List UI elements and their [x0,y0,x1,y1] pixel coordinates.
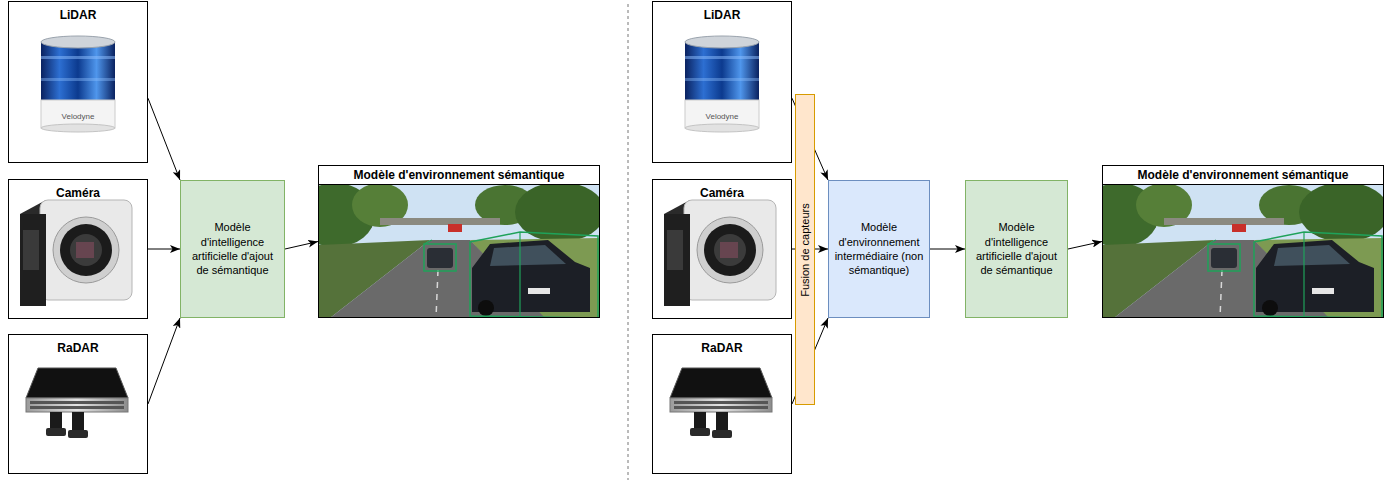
sensor-box: LiDAR [8,1,148,163]
logo-text: Velodyne [706,112,739,121]
road-scene-picture [295,182,605,318]
ai-model-box: Modèle d'intelligence artificielle d'ajo… [180,180,285,318]
connector-arrow [1068,242,1102,250]
box-label: Caméra [56,180,100,200]
connector-arrow [148,98,180,180]
box-label: Modèle d'environnement sémantique [319,166,599,185]
fusion-band: Fusion de capteurs [795,94,815,405]
ai-model-box: Modèle d'intelligence artificielle d'ajo… [965,180,1068,318]
camera-picture [664,200,776,306]
box-label: RaDAR [701,335,742,355]
camera-picture [20,200,132,306]
box-label: Fusion de capteurs [799,203,811,297]
connector-arrow [930,249,965,250]
connector-arrow [148,318,180,404]
lidar-picture [685,36,759,132]
sensor-box: Caméra [652,179,792,319]
box-label: LiDAR [704,2,741,22]
radar-picture [26,368,128,438]
box-label: Modèle d'intelligence artificielle d'ajo… [971,220,1062,277]
output-box: Modèle d'environnement sémantique [318,165,600,318]
logo-text: Velodyne [62,112,95,121]
divider [628,4,629,480]
intermediate-model-box: Modèle d'environnement intermédiaire (no… [828,180,930,318]
box-label: RaDAR [57,335,98,355]
box-label: Modèle d'environnement sémantique [1103,166,1383,185]
lidar-picture [41,36,115,132]
box-label: Modèle d'environnement intermédiaire (no… [834,220,924,277]
road-scene-picture [1079,182,1389,318]
sensor-box: RaDAR [652,334,792,474]
radar-picture [670,368,772,438]
sensor-box: RaDAR [8,334,148,474]
connector-arrow [285,242,318,250]
sensor-box: LiDAR [652,1,792,163]
sensor-box: Caméra [8,179,148,319]
box-label: Caméra [700,180,744,200]
connector-arrow [148,249,180,250]
box-label: Modèle d'intelligence artificielle d'ajo… [186,220,279,277]
box-label: LiDAR [60,2,97,22]
output-box: Modèle d'environnement sémantique [1102,165,1384,318]
